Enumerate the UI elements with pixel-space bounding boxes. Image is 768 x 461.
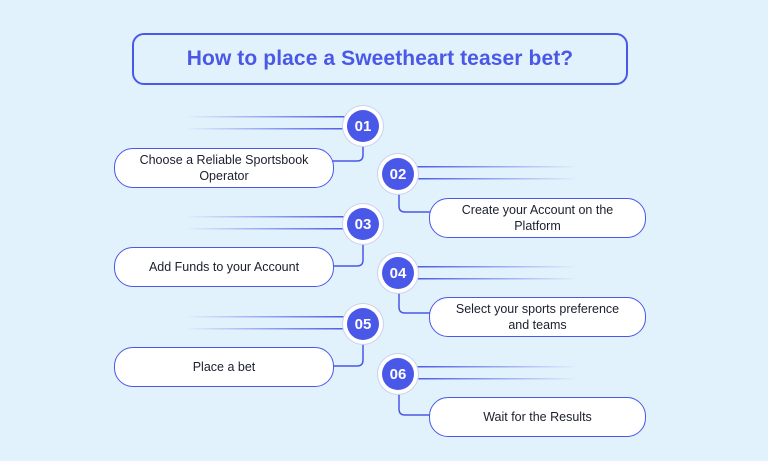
- step-2-box: Create your Account on the Platform: [429, 198, 646, 238]
- step-1-box: Choose a Reliable Sportsbook Operator: [114, 148, 334, 188]
- step-5-number: 05: [347, 308, 379, 340]
- step-1-lines: [185, 116, 364, 162]
- step-4-label: Select your sports preference and teams: [455, 302, 620, 332]
- step-6-box: Wait for the Results: [429, 397, 646, 437]
- step-4-lines: [398, 266, 579, 314]
- step-6-label: Wait for the Results: [483, 410, 592, 424]
- step-6-number: 06: [382, 358, 414, 390]
- step-2-number: 02: [382, 158, 414, 190]
- step-5-lines: [185, 316, 364, 367]
- step-3-lines: [185, 216, 364, 267]
- step-4-box: Select your sports preference and teams: [429, 297, 646, 337]
- step-5-label: Place a bet: [192, 360, 256, 374]
- step-2-label: Create your Account on the Platform: [461, 203, 614, 233]
- step-5-box: Place a bet: [114, 347, 334, 387]
- step-3-number: 03: [347, 208, 379, 240]
- step-2-lines: [398, 166, 579, 213]
- step-6-lines: [398, 366, 579, 416]
- step-3-label: Add Funds to your Account: [148, 260, 300, 274]
- title-box: How to place a Sweetheart teaser bet?: [132, 33, 628, 85]
- step-4-number: 04: [382, 257, 414, 289]
- page-title: How to place a Sweetheart teaser bet?: [186, 47, 574, 70]
- step-3-box: Add Funds to your Account: [114, 247, 334, 287]
- step-1-number: 01: [347, 110, 379, 142]
- step-1-label: Choose a Reliable Sportsbook Operator: [139, 153, 309, 183]
